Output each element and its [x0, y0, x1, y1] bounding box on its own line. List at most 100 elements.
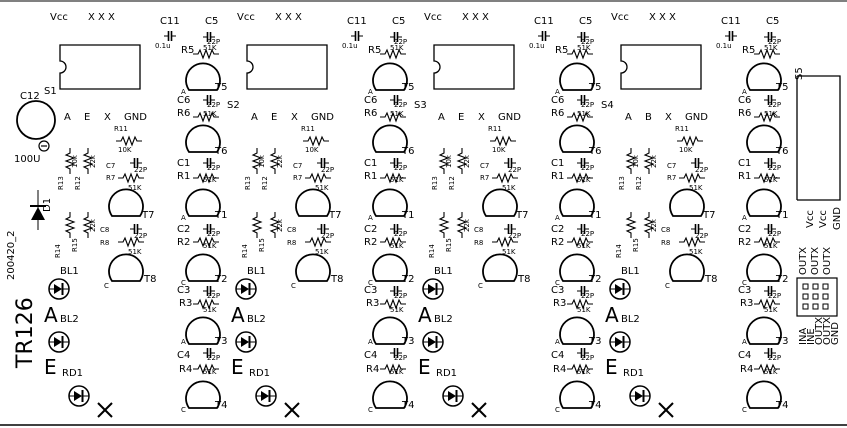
r7-resistor: [491, 173, 519, 183]
transistor-t8: [295, 253, 331, 282]
t2-c-pin: C: [555, 279, 560, 287]
r6-value: 51K: [577, 110, 591, 118]
c6-label: C6: [551, 95, 564, 106]
r3-label: R3: [740, 298, 753, 309]
c1-value: 22P: [581, 164, 594, 172]
t4-label: T4: [775, 400, 788, 411]
c1-label: C1: [551, 158, 564, 169]
c4-label: C4: [551, 350, 564, 361]
transistor-t7: [295, 188, 331, 217]
date-code: 200420_2: [6, 230, 17, 280]
r6-label: R6: [364, 108, 377, 119]
c4-label: C4: [177, 350, 190, 361]
r6-label: R6: [738, 108, 751, 119]
switch-label: S3: [414, 100, 427, 111]
r2-value: 51K: [764, 242, 778, 250]
c11-label: C11: [347, 16, 367, 27]
r11-value: 10K: [492, 146, 506, 154]
r14-value: 22k: [650, 218, 658, 232]
c8-value: 22P: [508, 232, 521, 240]
bl1-label: BL1: [60, 266, 79, 277]
led-bl1: [48, 278, 70, 300]
r4-label: R4: [553, 364, 566, 375]
vcc-label: Vcc: [424, 12, 442, 23]
header-pin-label: GND: [124, 112, 147, 123]
c2-value: 22P: [768, 230, 781, 238]
r8-value: 51K: [689, 248, 703, 256]
t4-label: T4: [588, 400, 601, 411]
r11-value: 10K: [118, 146, 132, 154]
c11-value: 0.1u: [529, 42, 545, 50]
c1-label: C1: [738, 158, 751, 169]
c5-value: 22P: [581, 38, 594, 46]
dip-ic-outline: [433, 44, 515, 90]
t7-label: T7: [328, 210, 341, 221]
r11-resistor: [302, 136, 330, 146]
t2-label: T2: [214, 274, 227, 285]
vcc-x-marks: X X X: [88, 12, 115, 23]
r14-value: 22k: [89, 218, 97, 232]
vcc-label: Vcc: [611, 12, 629, 23]
c11-label: C11: [160, 16, 180, 27]
c1-label: C1: [364, 158, 377, 169]
bottom-x-mark: [658, 402, 674, 418]
c4-value: 22P: [207, 354, 220, 362]
r3-value: 51K: [390, 306, 404, 314]
r3-label: R3: [366, 298, 379, 309]
r1-label: R1: [738, 171, 751, 182]
led-rd1: [255, 385, 277, 407]
r12-label: R12: [261, 176, 269, 190]
connector-bottom-label: INA: [798, 328, 809, 345]
r13-label: R13: [57, 176, 65, 190]
r13-value: 10k: [71, 154, 79, 168]
t3-label: T3: [588, 336, 601, 347]
c7-label: C7: [667, 162, 676, 170]
header-pin: [802, 283, 809, 290]
r12-value: 22k: [650, 154, 658, 168]
r6-label: R6: [177, 108, 190, 119]
c2-label: C2: [738, 224, 751, 235]
c6-value: 22P: [394, 101, 407, 109]
r7-label: R7: [480, 174, 489, 182]
r11-label: R11: [675, 125, 689, 133]
pin-header: [796, 277, 838, 317]
bl2-label: BL2: [60, 314, 79, 325]
connector-top-label: Vcc: [805, 210, 816, 228]
connector-top-label: OUTX: [798, 247, 809, 275]
led-bl2: [609, 331, 631, 353]
t4-c-pin: C: [368, 406, 373, 414]
c5-value: 22P: [394, 38, 407, 46]
bl2-label: BL2: [621, 314, 640, 325]
c11-capacitor: [537, 30, 551, 42]
vcc-x-marks: X X X: [462, 12, 489, 23]
r11-label: R11: [488, 125, 502, 133]
r1-label: R1: [177, 171, 190, 182]
c7-value: 22P: [134, 166, 147, 174]
t5-label: T5: [775, 82, 788, 93]
r13-value: 10k: [258, 154, 266, 168]
header-pin-label: E: [271, 112, 277, 123]
d1-label: D1: [42, 198, 53, 212]
c6-value: 22P: [581, 101, 594, 109]
c1-value: 22P: [768, 164, 781, 172]
r2-value: 51K: [390, 242, 404, 250]
connector-bottom-label: INE: [806, 328, 817, 345]
header-pin-label: X: [665, 112, 672, 123]
r14-label: R14: [241, 244, 249, 258]
r11-label: R11: [301, 125, 315, 133]
r1-label: R1: [364, 171, 377, 182]
t5-a-pin: A: [555, 88, 560, 96]
t4-c-pin: C: [181, 406, 186, 414]
c2-value: 22P: [394, 230, 407, 238]
c11-capacitor: [724, 30, 738, 42]
r13-label: R13: [618, 176, 626, 190]
connector-bottom-label: OUTX: [814, 317, 825, 345]
r2-value: 51K: [577, 242, 591, 250]
switch-label: S2: [227, 100, 240, 111]
c1-label: C1: [177, 158, 190, 169]
t8-label: T8: [143, 274, 156, 285]
